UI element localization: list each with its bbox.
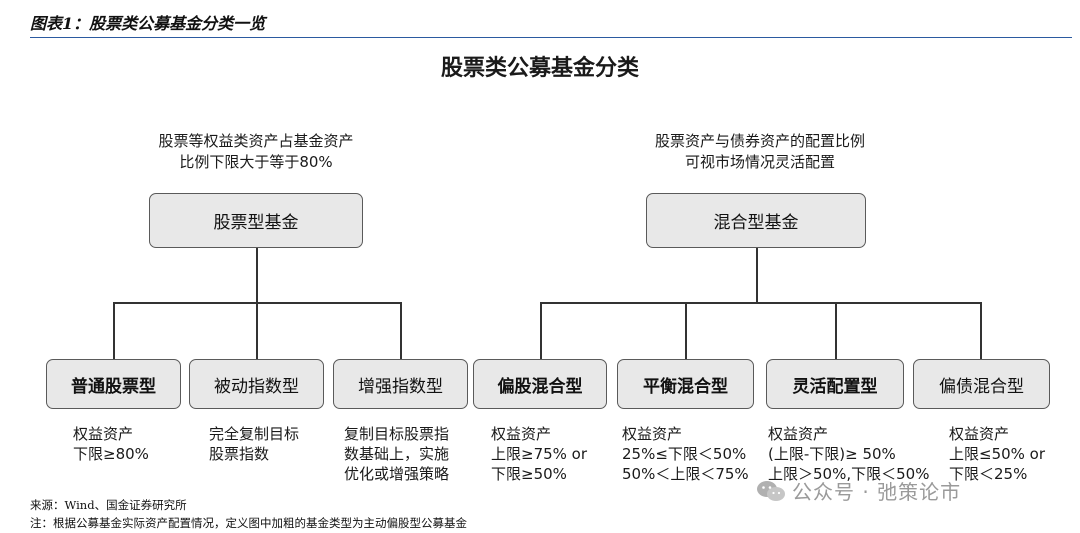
child-box-bond-hybrid: 偏债混合型	[913, 359, 1050, 409]
stock-fund-box: 股票型基金	[149, 193, 363, 248]
desc-line: 50%＜上限＜75%	[622, 465, 749, 483]
desc-passive-index: 完全复制目标 股票指数	[209, 424, 299, 464]
connector-line	[980, 302, 982, 359]
child-box-enhanced-index: 增强指数型	[333, 359, 468, 409]
connector-line	[540, 302, 981, 304]
desc-line: 权益资产	[491, 425, 552, 443]
watermark: 公众号 · 弛策论市	[756, 476, 961, 505]
desc-line: 股票指数	[209, 445, 270, 463]
desc-general-stock: 权益资产 下限≥80%	[73, 424, 149, 464]
desc-line: 下限＜25%	[949, 465, 1028, 483]
top-divider	[30, 37, 1072, 38]
connector-line	[256, 247, 258, 302]
wechat-icon	[757, 480, 785, 501]
desc-line: 权益资产	[622, 425, 683, 443]
desc-line: 权益资产	[768, 425, 829, 443]
desc-line: 复制目标股票指	[344, 425, 450, 443]
connector-line	[540, 302, 542, 359]
desc-line: 下限≥80%	[73, 445, 149, 463]
connector-line	[756, 247, 758, 302]
desc-line: 上限≤50% or	[949, 445, 1046, 463]
desc-line: (上限-下限)≥ 50%	[768, 445, 896, 463]
desc-enhanced-index: 复制目标股票指 数基础上，实施 优化或增强策略	[344, 424, 449, 484]
child-box-balanced-hybrid: 平衡混合型	[617, 359, 754, 409]
watermark-text: 公众号 · 弛策论市	[792, 480, 962, 504]
desc-line: 数基础上，实施	[344, 445, 450, 463]
connector-line	[113, 302, 115, 359]
desc-line: 完全复制目标	[209, 425, 300, 443]
diagram-title: 股票类公募基金分类	[440, 56, 639, 81]
desc-equity-hybrid: 权益资产 上限≥75% or 下限≥50%	[491, 424, 587, 484]
desc-bond-hybrid: 权益资产 上限≤50% or 下限＜25%	[949, 424, 1045, 484]
child-box-equity-hybrid: 偏股混合型	[473, 359, 607, 409]
right-group-note: 股票资产与债券资产的配置比例 可视市场情况灵活配置	[605, 131, 915, 173]
desc-line: 下限≥50%	[491, 465, 567, 483]
connector-line	[835, 302, 837, 359]
connector-line	[400, 302, 402, 359]
left-group-note: 股票等权益类资产占基金资产 比例下限大于等于80%	[106, 131, 406, 173]
child-box-passive-index: 被动指数型	[189, 359, 324, 409]
right-note-line: 股票资产与债券资产的配置比例	[654, 132, 865, 150]
desc-line: 25%≤下限＜50%	[622, 445, 747, 463]
desc-line: 优化或增强策略	[344, 465, 450, 483]
child-box-flexible-allocation: 灵活配置型	[766, 359, 904, 409]
desc-flexible-allocation: 权益资产 (上限-下限)≥ 50% 上限＞50%,下限＜50%	[768, 424, 929, 484]
desc-line: 权益资产	[73, 425, 134, 443]
left-note-line: 比例下限大于等于80%	[179, 153, 333, 171]
connector-line	[685, 302, 687, 359]
desc-line: 权益资产	[949, 425, 1010, 443]
figure-title: 图表1：股票类公募基金分类一览	[30, 14, 266, 33]
left-note-line: 股票等权益类资产占基金资产	[158, 132, 354, 150]
source-note: 来源：Wind、国金证券研究所	[30, 498, 187, 512]
desc-line: 上限≥75% or	[491, 445, 588, 463]
desc-balanced-hybrid: 权益资产 25%≤下限＜50% 50%＜上限＜75%	[622, 424, 749, 484]
connector-line	[256, 302, 258, 359]
hybrid-fund-box: 混合型基金	[646, 193, 866, 248]
right-note-line: 可视市场情况灵活配置	[684, 153, 835, 171]
child-box-general-stock: 普通股票型	[46, 359, 181, 409]
desc-line: 上限＞50%,下限＜50%	[768, 465, 930, 483]
footnote: 注：根据公募基金实际资产配置情况，定义图中加粗的基金类型为主动偏股型公募基金	[30, 516, 467, 530]
